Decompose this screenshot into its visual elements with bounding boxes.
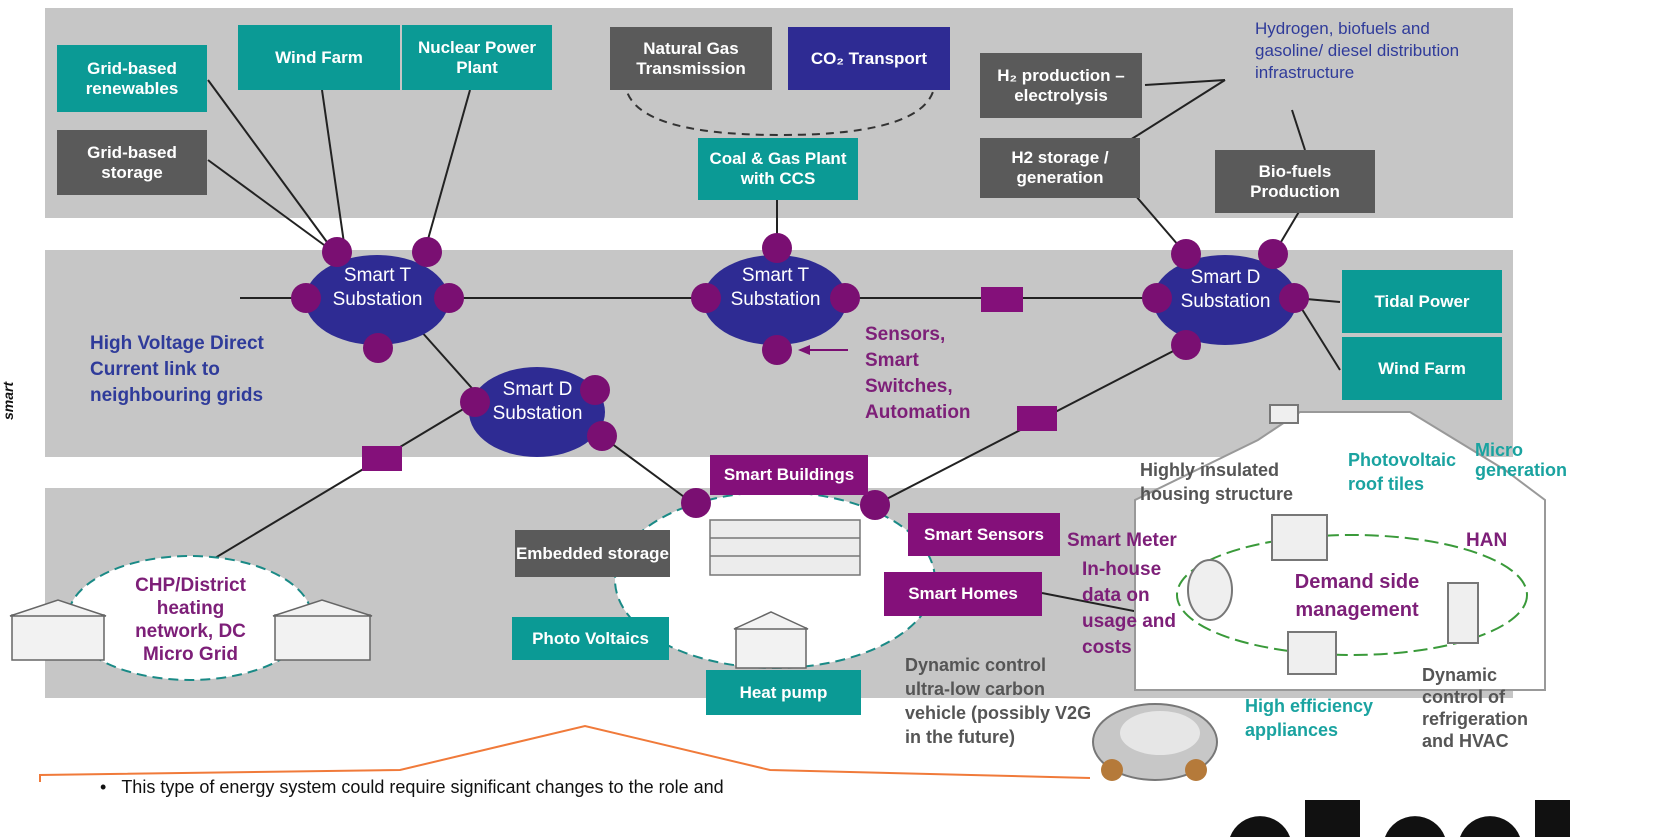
micro-generation-label: Micro generation (1475, 440, 1568, 480)
smart-sensors-box: Smart Sensors (908, 513, 1060, 556)
co2-transport-box: CO₂ Transport (788, 27, 950, 90)
natural-gas-box: Natural Gas Transmission (610, 27, 772, 90)
dynamic-vehicle-label: Dynamic control ultra-low carbon vehicle… (905, 655, 1092, 747)
embedded-storage-box: Embedded storage (515, 530, 670, 577)
photo-voltaics-box: Photo Voltaics (512, 617, 669, 660)
biofuels-production-box: Bio-fuels Production (1215, 150, 1375, 213)
dynamic-refrigeration-label: Dynamic control of refrigeration and HVA… (1422, 665, 1529, 751)
hydrogen-note: Hydrogen, biofuels and gasoline/ diesel … (1255, 19, 1460, 82)
in-house-label: In-house data on usage and costs (1082, 559, 1176, 658)
sensors-note: Sensors, Smart Switches, Automation (865, 324, 971, 423)
heat-pump-box: Heat pump (706, 670, 861, 715)
footer-sentence: This type of energy system could require… (121, 777, 724, 797)
coal-gas-ccs-box: Coal & Gas Plant with CCS (698, 138, 858, 200)
grid-storage-box: Grid-based storage (57, 130, 207, 195)
h2-electrolysis-box: H₂ production – electrolysis (980, 53, 1142, 118)
demand-label: Demand side management (1294, 571, 1420, 621)
h2-storage-box: H2 storage / generation (980, 138, 1140, 198)
photovoltaic-label: Photovoltaic roof tiles (1348, 450, 1457, 494)
wind-farm-top-box: Wind Farm (238, 25, 400, 90)
grid-renewables-box: Grid-based renewables (57, 45, 207, 112)
chp-note: CHP/District heating network, DC Micro G… (135, 575, 246, 665)
insulated-label: Highly insulated housing structure (1140, 460, 1294, 504)
hvdc-note: High Voltage Direct Current link to neig… (90, 333, 264, 406)
smart-meter-label: Smart Meter (1067, 530, 1177, 551)
footer-text: • This type of energy system could requi… (100, 777, 724, 797)
nuclear-box: Nuclear Power Plant (402, 25, 552, 90)
smart-homes-box: Smart Homes (884, 572, 1042, 616)
tidal-power-box: Tidal Power (1342, 270, 1502, 333)
smart-buildings-box: Smart Buildings (710, 455, 868, 495)
high-efficiency-label: High efficiency appliances (1245, 696, 1374, 740)
side-label: smart (0, 381, 16, 420)
wind-farm-box: Wind Farm (1342, 337, 1502, 400)
han-label: HAN (1466, 530, 1508, 551)
